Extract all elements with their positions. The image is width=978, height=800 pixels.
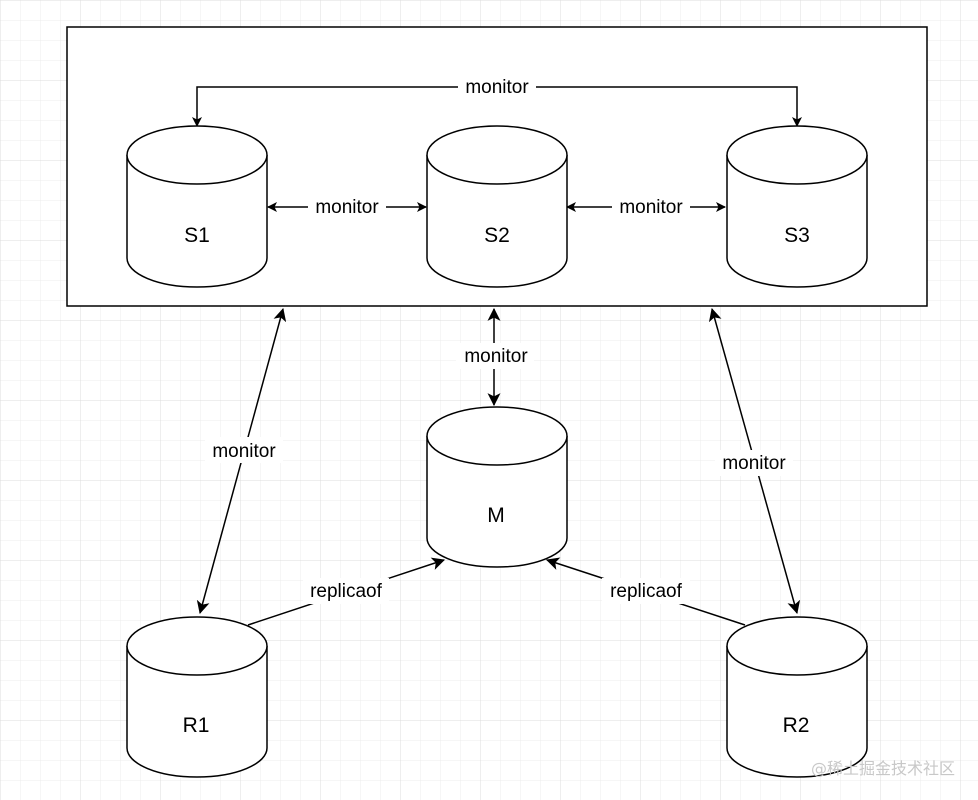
cylinder-body (726, 155, 868, 288)
node-s2-label: S2 (484, 224, 510, 247)
edge-group-r1-label: monitor (212, 441, 276, 462)
edge-r2-m-label-bg (602, 578, 690, 604)
edge-group-r1[interactable]: monitor (196, 307, 287, 615)
edge-s1-s2[interactable]: monitor (267, 194, 427, 220)
edge-group-m-label-bg (456, 343, 534, 369)
cylinder-body (426, 436, 568, 568)
cylinder-top (126, 125, 268, 185)
edge-s1-s2-label: monitor (315, 197, 379, 218)
cylinder-body (726, 646, 868, 778)
edge-s1-s3-label-bg (458, 74, 536, 100)
node-r2-label: R2 (783, 714, 810, 737)
node-r1-label: R1 (183, 714, 210, 737)
edge-s2-s3[interactable]: monitor (566, 194, 726, 220)
edge-s2-s3-label: monitor (619, 197, 683, 218)
node-r2[interactable]: R2 (726, 616, 868, 778)
watermark-text: @稀土掘金技术社区 (811, 759, 955, 778)
edge-r1-m[interactable]: replicaof (247, 557, 446, 626)
node-s1-label: S1 (184, 224, 210, 247)
edge-group-r2-label-bg (715, 450, 793, 476)
cylinder-body (126, 155, 268, 288)
edge-group-r2-label: monitor (722, 453, 786, 474)
node-m[interactable]: M (426, 406, 568, 568)
node-s2[interactable]: S2 (426, 125, 568, 288)
cylinder-top (126, 616, 268, 676)
edge-s1-s2-label-bg (308, 194, 386, 220)
cylinder-body (126, 646, 268, 778)
edge-s1-s3-label: monitor (465, 77, 529, 98)
edge-s2-s3-label-bg (612, 194, 690, 220)
node-s1[interactable]: S1 (126, 125, 268, 288)
cylinder-body (426, 155, 568, 288)
edge-group-r1-label-bg (205, 437, 283, 463)
edge-r1-m-label-bg (303, 578, 389, 604)
cylinder-top (426, 125, 568, 185)
edge-group-m[interactable]: monitor (456, 307, 534, 407)
edge-group-m-label: monitor (464, 346, 528, 367)
node-r1[interactable]: R1 (126, 616, 268, 778)
edge-r2-m-label: replicaof (610, 581, 683, 602)
cylinder-top (426, 406, 568, 466)
node-s3-label: S3 (784, 224, 810, 247)
edge-s1-s3[interactable]: monitor (192, 74, 802, 127)
cylinder-top (726, 616, 868, 676)
node-s3[interactable]: S3 (726, 125, 868, 288)
cylinder-top (726, 125, 868, 185)
edge-group-r2[interactable]: monitor (708, 307, 801, 615)
edge-r2-m[interactable]: replicaof (545, 557, 746, 626)
node-m-label: M (487, 504, 505, 527)
edge-r1-m-label: replicaof (310, 581, 383, 602)
